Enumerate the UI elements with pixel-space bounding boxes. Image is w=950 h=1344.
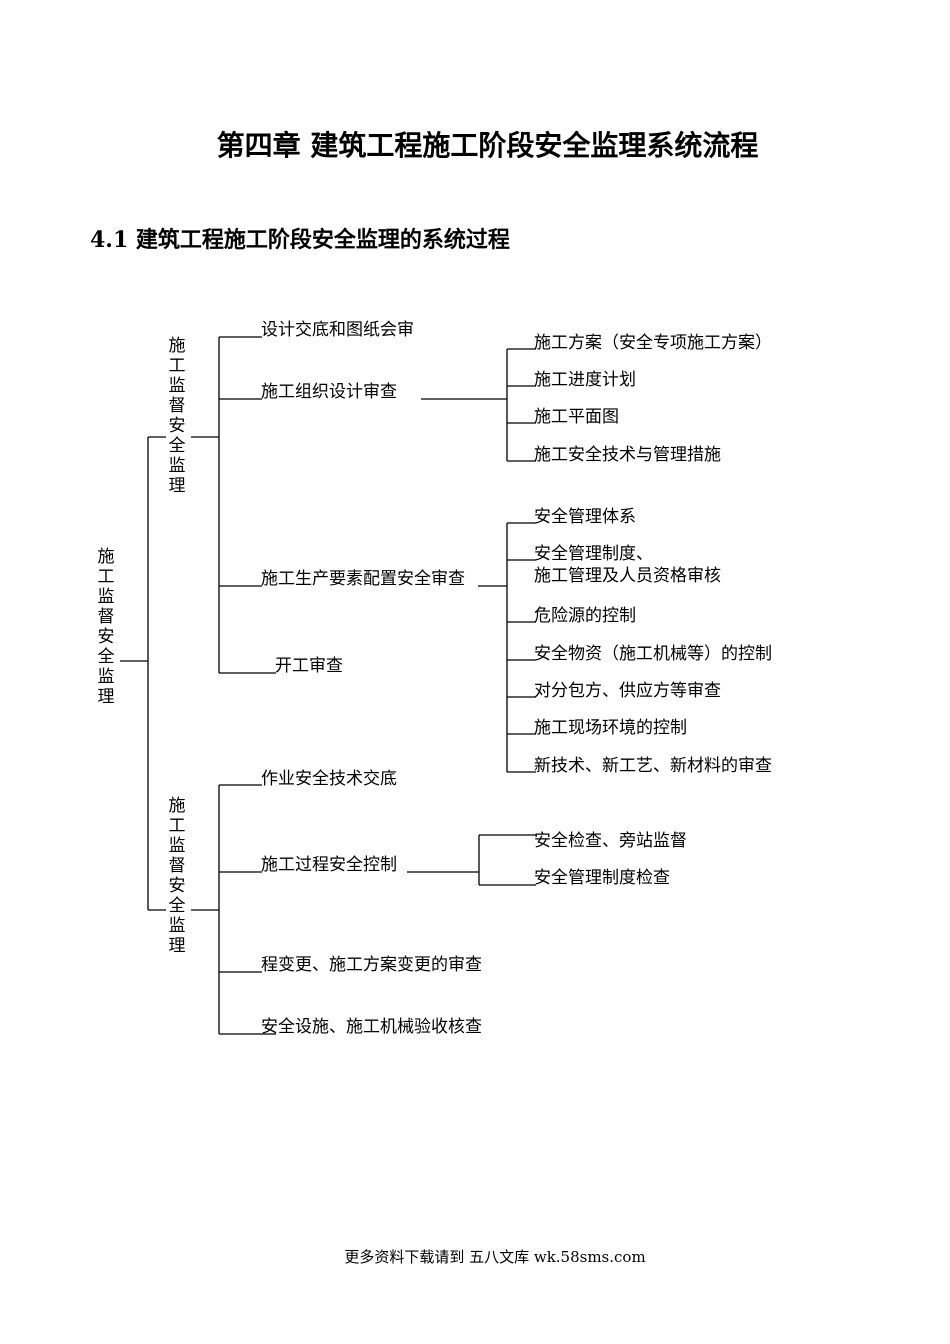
node-facility-acceptance: 安全设施、施工机械验收核查 bbox=[261, 1017, 482, 1037]
org-child: 施工方案（安全专项施工方案） bbox=[534, 333, 772, 353]
node-start-review: 开工审查 bbox=[275, 656, 343, 676]
node-factor-review: 施工生产要素配置安全审查 bbox=[261, 569, 465, 589]
branch1-node: 施工监督安全监理 bbox=[168, 336, 186, 496]
node-design-review: 设计交底和图纸会审 bbox=[261, 320, 414, 340]
node-process-control: 施工过程安全控制 bbox=[261, 855, 397, 875]
node-tech-briefing: 作业安全技术交底 bbox=[261, 769, 397, 789]
factor-child: 安全管理体系 bbox=[534, 507, 636, 527]
process-child: 安全检查、旁站监督 bbox=[534, 831, 687, 851]
factor-child: 安全管理制度、 bbox=[534, 544, 653, 564]
footer-text: 更多资料下载请到 五八文库 wk.58sms.com bbox=[344, 1248, 646, 1266]
org-child: 施工平面图 bbox=[534, 407, 619, 427]
factor-child: 新技术、新工艺、新材料的审查 bbox=[534, 756, 772, 776]
factor-child: 施工管理及人员资格审核 bbox=[534, 566, 721, 586]
factor-child: 安全物资（施工机械等）的控制 bbox=[534, 644, 772, 664]
factor-child: 对分包方、供应方等审查 bbox=[534, 681, 721, 701]
chapter-title: 第四章 建筑工程施工阶段安全监理系统流程 bbox=[216, 129, 759, 162]
org-child: 施工进度计划 bbox=[534, 370, 636, 390]
node-org-design-review: 施工组织设计审查 bbox=[261, 382, 397, 402]
node-change-review: 程变更、施工方案变更的审查 bbox=[261, 955, 482, 975]
factor-child: 危险源的控制 bbox=[534, 606, 636, 626]
root-node: 施工监督安全监理 bbox=[97, 547, 115, 707]
branch2-node: 施工监督安全监理 bbox=[168, 796, 186, 956]
section-heading: 4.1 建筑工程施工阶段安全监理的系统过程 bbox=[90, 227, 510, 253]
org-child: 施工安全技术与管理措施 bbox=[534, 445, 721, 465]
factor-child: 施工现场环境的控制 bbox=[534, 718, 687, 738]
process-child: 安全管理制度检查 bbox=[534, 868, 670, 888]
